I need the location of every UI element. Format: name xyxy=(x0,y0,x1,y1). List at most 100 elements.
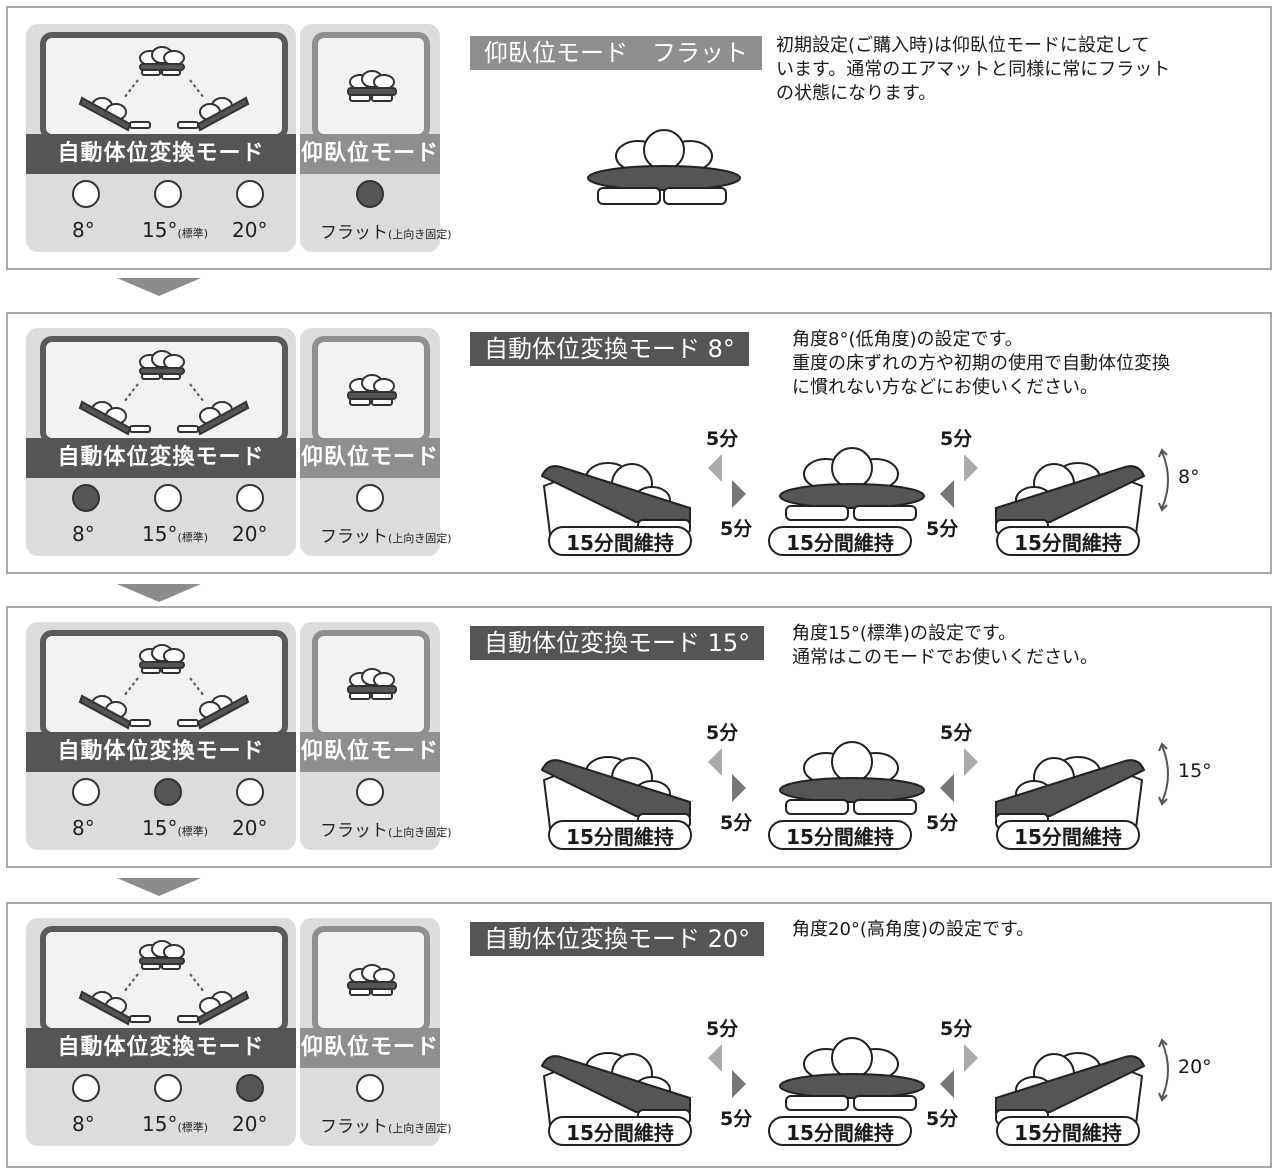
lamp-flat[interactable] xyxy=(356,484,384,512)
bed-flat xyxy=(779,1037,925,1111)
bed-flat xyxy=(779,447,925,521)
section-title: 自動体位変換モード 15° xyxy=(470,626,765,660)
control-panel-supine: 仰臥位モード フラット(上向き固定) xyxy=(300,622,452,850)
time-label: 5分 xyxy=(720,1108,753,1130)
flat-label: フラット(上向き固定) xyxy=(320,527,452,547)
control-panel-auto: 自動体位変換モード 8° 15°(標準) 20° xyxy=(26,622,296,850)
desc-line-1: 角度20°(高角度)の設定です。 xyxy=(792,919,1035,940)
supine-mode-illustration xyxy=(312,336,430,444)
supine-mode-label: 仰臥位モード xyxy=(300,732,440,772)
angle-arrow-icon xyxy=(1158,742,1169,806)
desc-line-1: 角度15°(標準)の設定です。 xyxy=(792,623,1017,644)
lamp-8[interactable] xyxy=(72,484,100,512)
lamp-8[interactable] xyxy=(72,1074,100,1102)
time-label: 5分 xyxy=(706,428,739,450)
keep-pill: 15分間維持 xyxy=(768,526,912,556)
angle-label-8: 8° xyxy=(72,522,95,546)
lamp-flat[interactable] xyxy=(356,1074,384,1102)
angle-arrow-icon xyxy=(1158,448,1169,512)
time-label: 5分 xyxy=(940,428,973,450)
lamp-20[interactable] xyxy=(236,1074,264,1102)
arrows-left xyxy=(708,748,746,802)
control-panel-auto: 自動体位変換モード 8° 15°(標準) 20° xyxy=(26,328,296,556)
auto-mode-illustration xyxy=(40,630,288,738)
auto-mode-label: 自動体位変換モード xyxy=(26,438,296,478)
auto-mode-label: 自動体位変換モード xyxy=(26,134,296,174)
keep-pill: 15分間維持 xyxy=(548,526,692,556)
angle-label-8: 8° xyxy=(72,1112,95,1136)
keep-pill: 15分間維持 xyxy=(768,820,912,850)
supine-mode-label: 仰臥位モード xyxy=(300,134,440,174)
angle-label-8: 8° xyxy=(72,218,95,242)
desc-line-3: の状態になります。 xyxy=(776,83,937,104)
angle-value: 8° xyxy=(1178,466,1200,488)
bed-tilt-left xyxy=(540,462,691,535)
section-title: 仰臥位モード フラット xyxy=(470,36,762,70)
keep-pill: 15分間維持 xyxy=(548,820,692,850)
control-panel-auto: 自動体位変換モード 8° 15°(標準) 20° xyxy=(26,918,296,1146)
angle-value: 15° xyxy=(1178,760,1212,782)
mode-section-flat: 自動体位変換モード 8° 15°(標準) 20° 仰臥位モード フラット(上向き… xyxy=(6,6,1272,270)
lamp-15[interactable] xyxy=(154,778,182,806)
auto-mode-illustration xyxy=(40,926,288,1034)
time-label: 5分 xyxy=(926,518,959,540)
time-label: 5分 xyxy=(720,812,753,834)
time-label: 5分 xyxy=(940,722,973,744)
lamp-flat[interactable] xyxy=(356,180,384,208)
section-title: 自動体位変換モード 20° xyxy=(470,922,765,956)
lamp-8[interactable] xyxy=(72,778,100,806)
mode-section-8: 自動体位変換モード 8° 15°(標準) 20° 仰臥位モード フラット(上向き… xyxy=(6,312,1272,574)
flat-label: フラット(上向き固定) xyxy=(320,1117,452,1137)
flat-label: フラット(上向き固定) xyxy=(320,223,452,243)
arrows-left xyxy=(708,454,746,508)
bed-tilt-right xyxy=(995,462,1146,535)
time-label: 5分 xyxy=(706,722,739,744)
supine-mode-illustration xyxy=(312,32,430,140)
control-panel-supine: 仰臥位モード フラット(上向き固定) xyxy=(300,328,452,556)
auto-mode-label: 自動体位変換モード xyxy=(26,732,296,772)
desc-line-2: 重度の床ずれの方や初期の使用で自動体位変換 xyxy=(792,353,1170,374)
keep-pill: 15分間維持 xyxy=(996,1116,1140,1146)
mode-section-15: 自動体位変換モード 8° 15°(標準) 20° 仰臥位モード フラット(上向き… xyxy=(6,606,1272,868)
lamp-15[interactable] xyxy=(154,484,182,512)
angle-label-20: 20° xyxy=(232,522,268,546)
lamp-20[interactable] xyxy=(236,180,264,208)
desc-line-2: 通常はこのモードでお使いください。 xyxy=(792,647,1098,668)
bed-flat xyxy=(779,741,925,815)
keep-pill: 15分間維持 xyxy=(548,1116,692,1146)
angle-label-20: 20° xyxy=(232,218,268,242)
angle-arrow-icon xyxy=(1158,1038,1169,1102)
supine-mode-illustration xyxy=(312,630,430,738)
keep-pill: 15分間維持 xyxy=(996,526,1140,556)
keep-pill: 15分間維持 xyxy=(996,820,1140,850)
next-arrow xyxy=(117,878,201,896)
time-label: 5分 xyxy=(720,518,753,540)
auto-mode-illustration xyxy=(40,336,288,444)
time-label: 5分 xyxy=(926,1108,959,1130)
lamp-flat[interactable] xyxy=(356,778,384,806)
auto-mode-label: 自動体位変換モード xyxy=(26,1028,296,1068)
angle-label-15: 15°(標準) xyxy=(142,218,209,242)
lamp-15[interactable] xyxy=(154,1074,182,1102)
bed-tilt-right xyxy=(995,756,1146,829)
angle-label-15: 15°(標準) xyxy=(142,816,209,840)
desc-line-2: います。通常のエアマットと同様に常にフラット xyxy=(776,59,1171,80)
next-arrow xyxy=(117,278,201,296)
angle-label-20: 20° xyxy=(232,816,268,840)
angle-label-15: 15°(標準) xyxy=(142,522,209,546)
time-label: 5分 xyxy=(926,812,959,834)
angle-label-8: 8° xyxy=(72,816,95,840)
keep-pill: 15分間維持 xyxy=(768,1116,912,1146)
arrows-right xyxy=(940,454,978,508)
angle-value: 20° xyxy=(1178,1056,1212,1078)
bed-tilt-left xyxy=(540,756,691,829)
flat-bed-illustration xyxy=(587,129,741,205)
lamp-20[interactable] xyxy=(236,484,264,512)
auto-mode-illustration xyxy=(40,32,288,140)
lamp-20[interactable] xyxy=(236,778,264,806)
lamp-15[interactable] xyxy=(154,180,182,208)
angle-label-15: 15°(標準) xyxy=(142,1112,209,1136)
lamp-8[interactable] xyxy=(72,180,100,208)
control-panel-supine: 仰臥位モード フラット(上向き固定) xyxy=(300,24,452,252)
arrows-right xyxy=(940,748,978,802)
